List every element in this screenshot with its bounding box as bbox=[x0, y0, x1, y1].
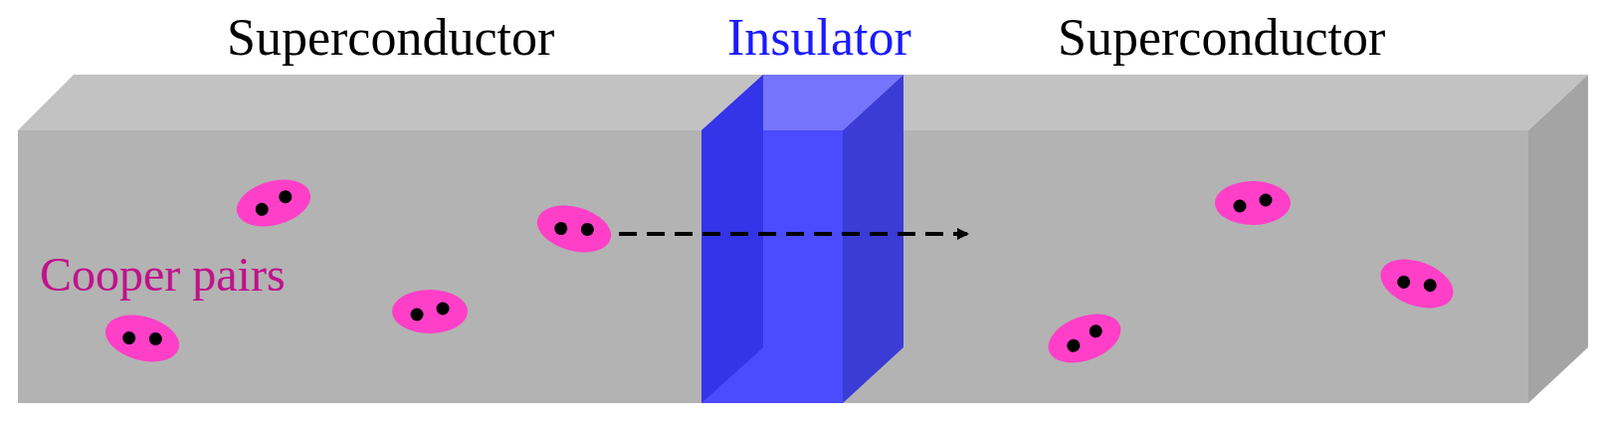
cooper-pair bbox=[1214, 181, 1291, 225]
cooper-pair bbox=[1374, 249, 1460, 317]
region-label: Superconductor bbox=[226, 11, 555, 64]
insulator-side bbox=[842, 74, 904, 403]
callout-label: Cooper pairs bbox=[39, 250, 286, 299]
cooper-pair bbox=[532, 198, 617, 260]
region-label: Superconductor bbox=[1057, 11, 1386, 64]
cooper-pair bbox=[392, 289, 468, 334]
bar-top bbox=[17, 74, 1589, 131]
region-label: Insulator bbox=[727, 11, 912, 64]
bar-side bbox=[1528, 74, 1589, 403]
insulator-inner bbox=[701, 74, 764, 403]
tunneling-arrow bbox=[618, 231, 968, 236]
bar-front bbox=[17, 130, 1529, 403]
cooper-pair bbox=[100, 307, 186, 370]
cooper-pair bbox=[231, 172, 317, 234]
cooper-pair bbox=[1041, 304, 1128, 372]
